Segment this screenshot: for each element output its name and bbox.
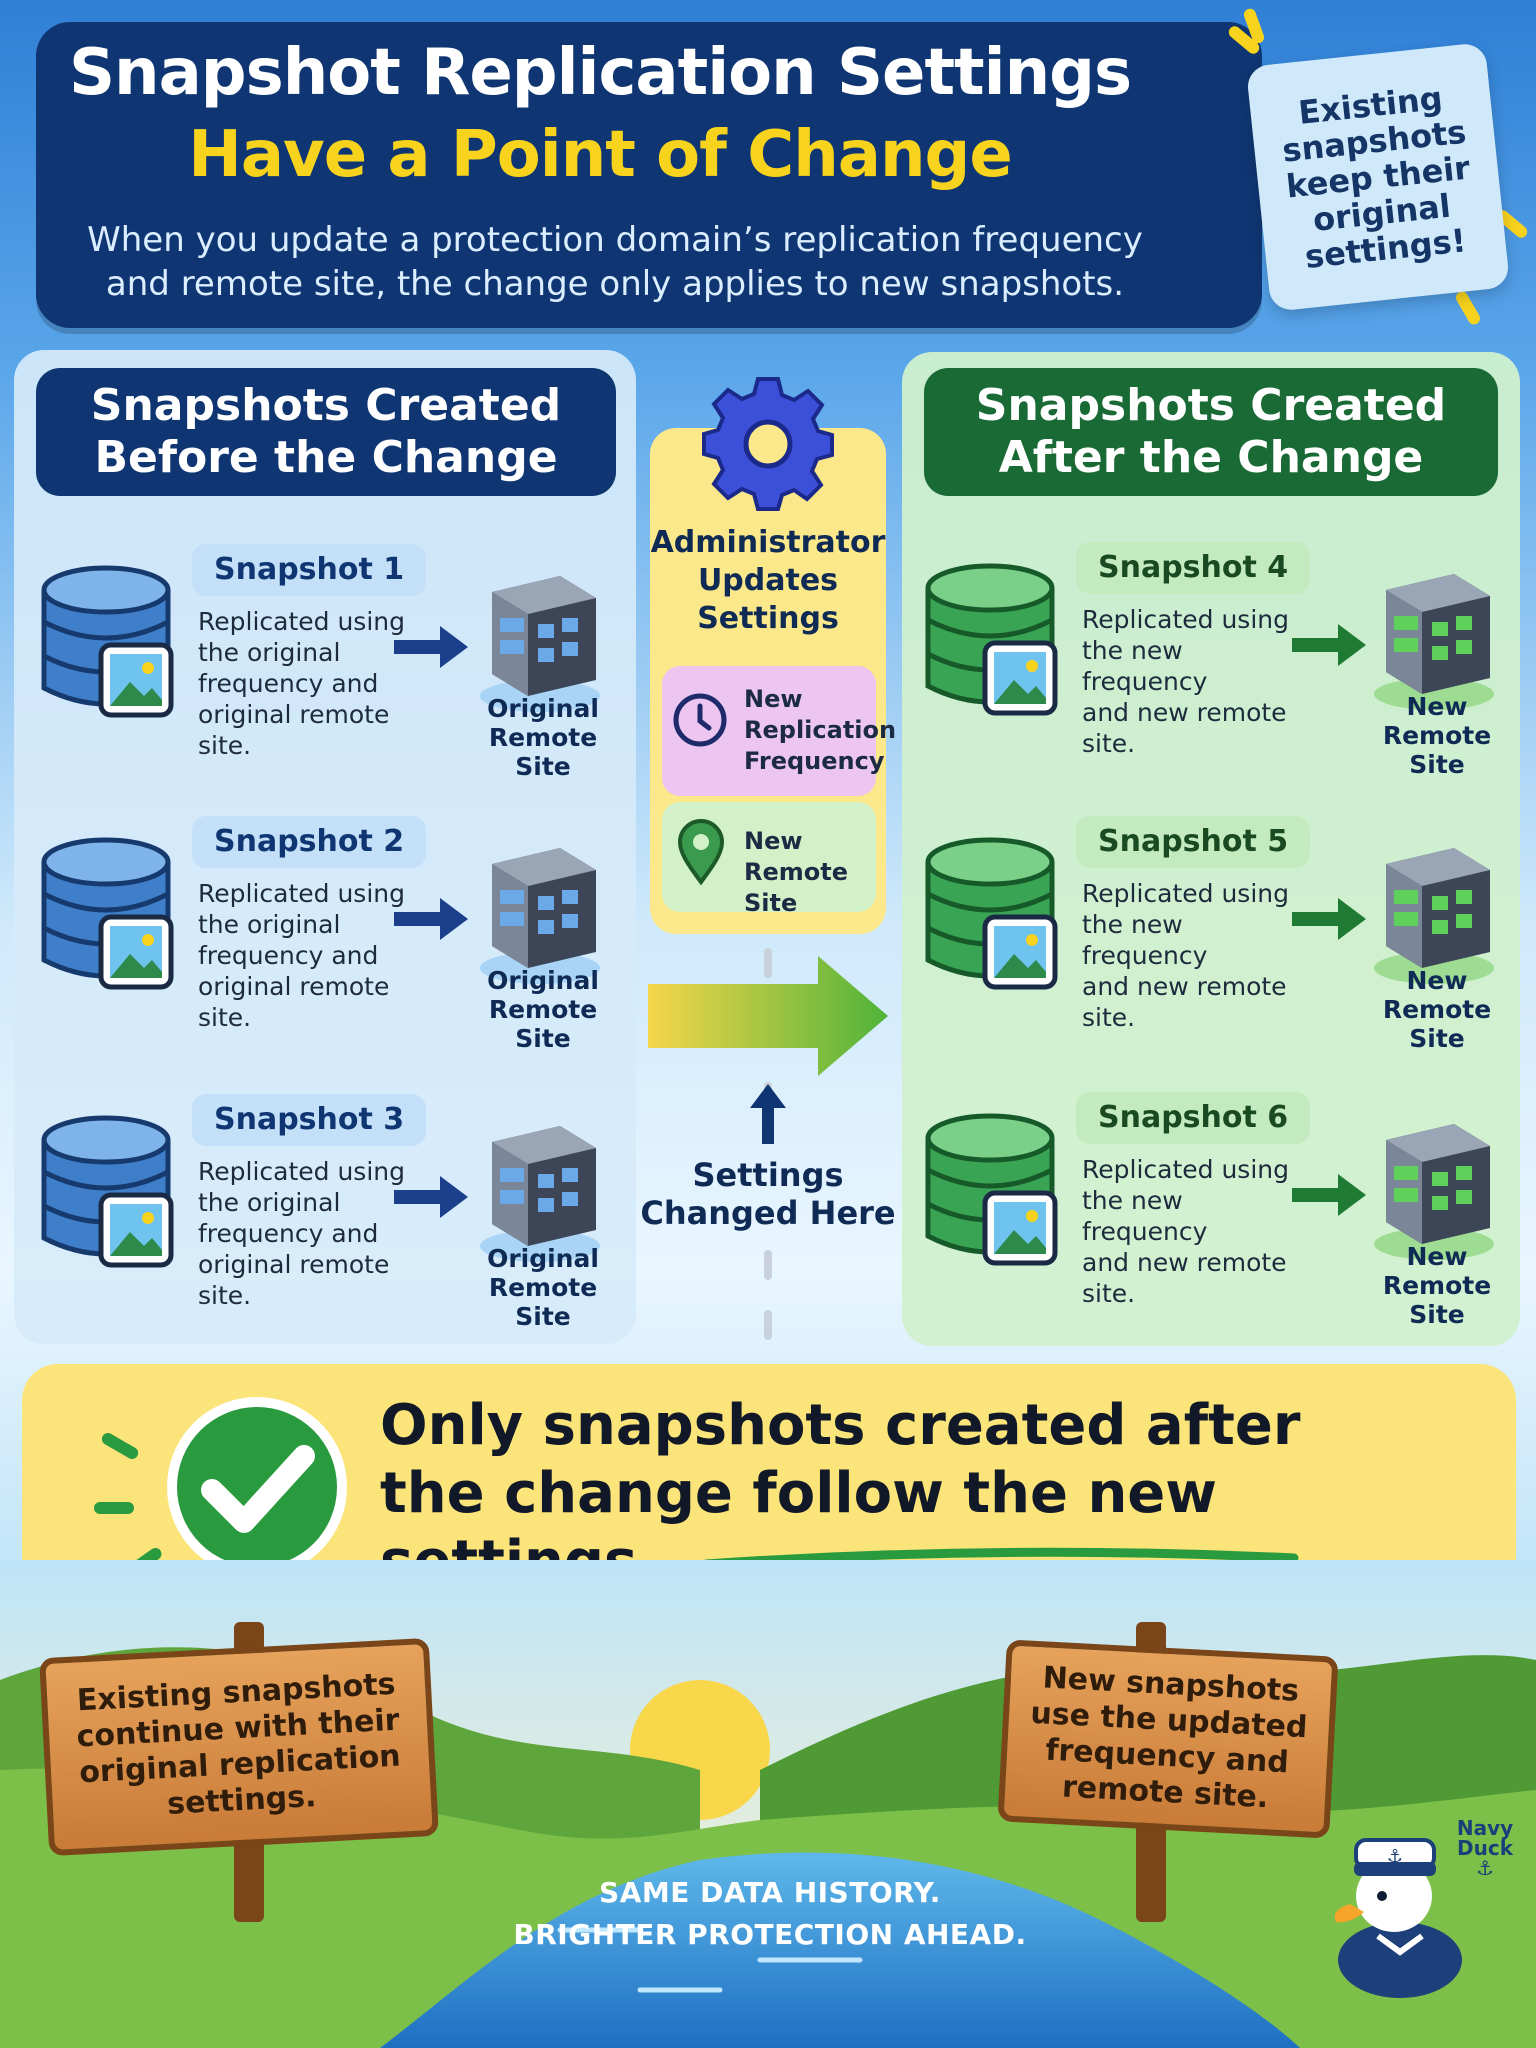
remote-site-server bbox=[1372, 840, 1502, 994]
highlight-ray bbox=[1453, 289, 1483, 327]
transition-arrow-icon bbox=[648, 956, 888, 1076]
remote-site-server bbox=[478, 840, 608, 994]
divider-dash bbox=[764, 1250, 772, 1280]
image-icon bbox=[98, 1192, 174, 1268]
arrow-right-icon bbox=[394, 626, 468, 668]
sticky-note: Existing snapshots keep their original s… bbox=[1245, 42, 1511, 312]
replication-arrow bbox=[1290, 1170, 1370, 1224]
new-frequency-label: New Replication Frequency bbox=[744, 685, 897, 775]
snapshot-label: Snapshot 2 bbox=[192, 816, 427, 868]
replication-arrow bbox=[392, 622, 472, 676]
server-icon bbox=[480, 576, 600, 712]
snapshot-image-badge bbox=[98, 1192, 174, 1272]
settings-changed-label: Settings Changed Here bbox=[640, 1156, 896, 1232]
image-icon bbox=[98, 642, 174, 718]
remote-site-server bbox=[478, 1118, 608, 1272]
brand-mark: Navy Duck ⚓ bbox=[1440, 1818, 1530, 1878]
anchor-icon: ⚓ bbox=[1476, 1856, 1494, 1880]
page-title-line1: Snapshot Replication Settings bbox=[68, 36, 1132, 110]
page-subtitle: When you update a protection domain’s re… bbox=[40, 218, 1190, 306]
remote-site-server bbox=[478, 568, 608, 722]
replication-arrow bbox=[1290, 620, 1370, 674]
server-icon bbox=[1374, 848, 1494, 984]
server-icon bbox=[1374, 574, 1494, 710]
image-icon bbox=[98, 914, 174, 990]
replication-arrow bbox=[392, 894, 472, 948]
arrow-right-icon bbox=[394, 898, 468, 940]
snapshot-image-badge bbox=[98, 642, 174, 722]
sparkle-dash bbox=[94, 1502, 134, 1514]
snapshot-image-badge bbox=[982, 640, 1058, 720]
underline-stroke bbox=[701, 1547, 1299, 1569]
snapshot-image-badge bbox=[982, 1190, 1058, 1270]
location-pin-icon bbox=[677, 819, 725, 886]
arrow-up-icon bbox=[750, 1084, 786, 1144]
snapshot-image-badge bbox=[98, 914, 174, 994]
replication-arrow bbox=[1290, 894, 1370, 948]
arrow-right-icon bbox=[394, 1176, 468, 1218]
subtitle-line1: When you update a protection domain’s re… bbox=[87, 220, 1143, 260]
subtitle-line2: and remote site, the change only applies… bbox=[105, 264, 1125, 304]
divider-dash bbox=[764, 948, 772, 978]
snapshot-image-badge bbox=[982, 914, 1058, 994]
svg-text:⚓: ⚓ bbox=[1387, 1846, 1403, 1867]
duck-mascot: ⚓ bbox=[1334, 1838, 1462, 1998]
snapshot-label: Snapshot 5 bbox=[1076, 816, 1311, 868]
gear-icon bbox=[702, 377, 834, 511]
remote-site-server bbox=[1372, 566, 1502, 720]
page-title-line2: Have a Point of Change bbox=[188, 118, 1012, 192]
footer-tagline: SAME DATA HISTORY. BRIGHTER PROTECTION A… bbox=[513, 1876, 1027, 1951]
clock-icon bbox=[673, 693, 727, 747]
snapshot-label: Snapshot 1 bbox=[192, 544, 427, 596]
snapshot-label: Snapshot 4 bbox=[1076, 542, 1311, 594]
divider-dash bbox=[764, 1310, 772, 1340]
admin-update-label: Administrator Updates Settings bbox=[650, 525, 886, 636]
header-banner bbox=[36, 22, 1262, 328]
arrow-right-icon bbox=[1292, 1174, 1366, 1216]
snapshot-label: Snapshot 6 bbox=[1076, 1092, 1311, 1144]
replication-arrow bbox=[392, 1172, 472, 1226]
server-icon bbox=[480, 1126, 600, 1262]
image-icon bbox=[982, 914, 1058, 990]
existing-snapshots-sign: Existing snapshots continue with their o… bbox=[39, 1637, 439, 1857]
image-icon bbox=[982, 1190, 1058, 1266]
arrow-right-icon bbox=[1292, 898, 1366, 940]
new-snapshots-sign: New snapshots use the updated frequency … bbox=[997, 1639, 1339, 1839]
arrow-right-icon bbox=[1292, 624, 1366, 666]
image-icon bbox=[982, 640, 1058, 716]
remote-site-server bbox=[1372, 1116, 1502, 1270]
server-icon bbox=[1374, 1124, 1494, 1260]
new-remote-site-label: New Remote Site bbox=[744, 827, 849, 917]
snapshot-label: Snapshot 3 bbox=[192, 1094, 427, 1146]
checkmark-icon bbox=[167, 1397, 347, 1577]
server-icon bbox=[480, 848, 600, 984]
